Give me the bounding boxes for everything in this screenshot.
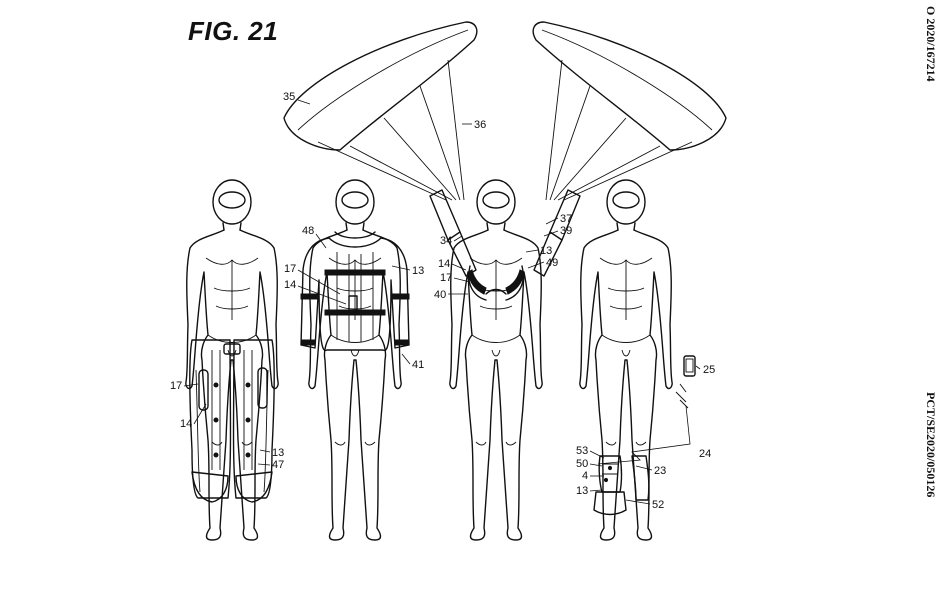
figure-2-vest bbox=[300, 179, 410, 541]
figure-title: FIG. 21 bbox=[188, 16, 279, 46]
label-13: 13 bbox=[576, 485, 588, 497]
label-13: 13 bbox=[272, 447, 284, 459]
smartphone bbox=[683, 355, 696, 377]
signal-lines bbox=[675, 383, 689, 409]
label-36: 36 bbox=[474, 119, 486, 131]
label-40: 40 bbox=[434, 289, 446, 301]
figure-3-harness bbox=[449, 179, 543, 541]
label-13: 13 bbox=[412, 265, 424, 277]
label-41: 41 bbox=[412, 359, 424, 371]
label-17: 17 bbox=[284, 263, 296, 275]
label-25: 25 bbox=[703, 364, 715, 376]
parachute-right bbox=[532, 21, 727, 277]
label-17: 17 bbox=[440, 272, 452, 284]
label-53: 53 bbox=[576, 445, 588, 457]
label-24: 24 bbox=[699, 448, 711, 460]
label-37: 37 bbox=[560, 213, 572, 225]
figure-4-leg-device bbox=[579, 179, 673, 541]
reference-labels: 35 36 48 17 14 13 47 17 14 13 41 37 39 3… bbox=[170, 91, 715, 511]
label-34: 34 bbox=[440, 235, 452, 247]
label-14: 14 bbox=[438, 258, 450, 270]
label-14: 14 bbox=[180, 418, 192, 430]
label-17: 17 bbox=[170, 380, 182, 392]
label-47: 47 bbox=[272, 459, 284, 471]
label-14: 14 bbox=[284, 279, 296, 291]
figure-1-leg-protection bbox=[185, 179, 279, 541]
label-23: 23 bbox=[654, 465, 666, 477]
label-49: 49 bbox=[546, 257, 558, 269]
label-52: 52 bbox=[652, 499, 664, 511]
wireless-link bbox=[597, 405, 691, 465]
label-13: 13 bbox=[540, 245, 552, 257]
label-48: 48 bbox=[302, 225, 314, 237]
label-39: 39 bbox=[560, 225, 572, 237]
label-50: 50 bbox=[576, 458, 588, 470]
label-4: 4 bbox=[582, 470, 588, 482]
label-35: 35 bbox=[283, 91, 295, 103]
